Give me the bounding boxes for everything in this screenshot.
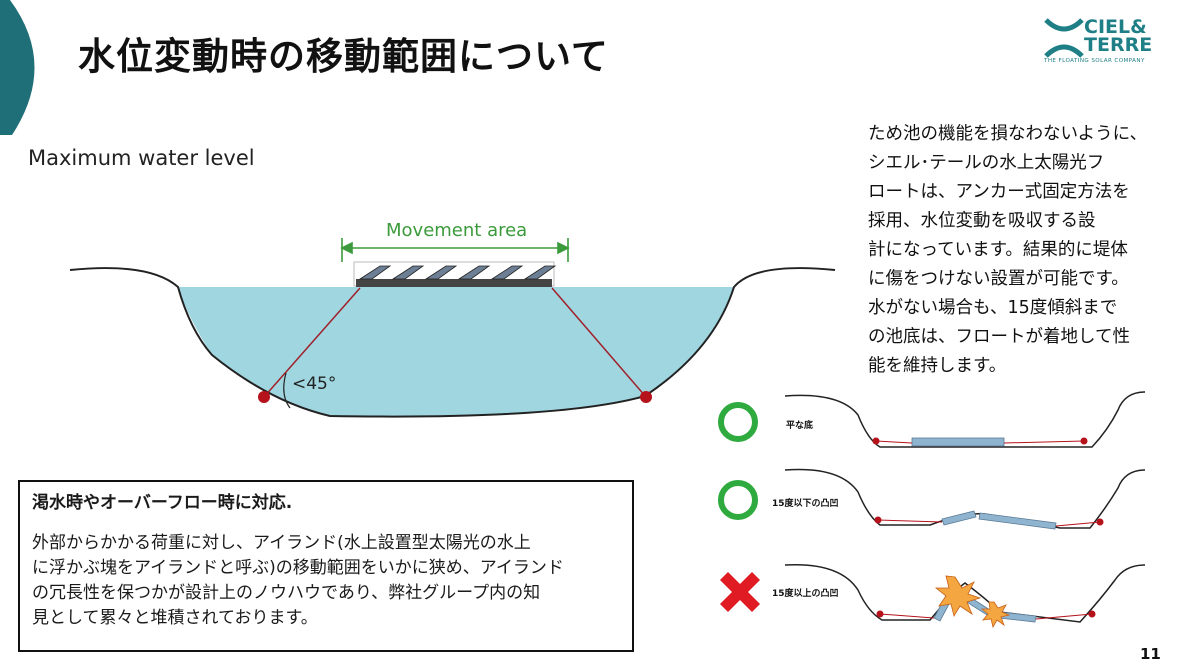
description-line: シエル･テールの水上太陽光フ bbox=[868, 153, 1105, 173]
movement-area-arrow bbox=[340, 238, 570, 262]
reservoir-bank-line bbox=[69, 267, 836, 418]
reservoir-cross-section-diagram bbox=[69, 238, 836, 418]
solar-float-array bbox=[356, 265, 557, 287]
ok-circle-icon bbox=[718, 480, 758, 520]
case-mild-float-left bbox=[941, 510, 977, 526]
maximum-water-level-label: Maximum water level bbox=[28, 146, 255, 170]
info-box-line: の冗長性を保つかが設計上のノウハウであり、弊社グループ内の知 bbox=[32, 583, 541, 603]
case-mild-float-right bbox=[978, 512, 1057, 530]
info-box-line: 見として累々と堆積されております。 bbox=[32, 608, 318, 628]
info-box-line: 外部からかかる荷重に対し、アイランド(水上設置型太陽光の水上 bbox=[32, 533, 531, 553]
description-line: 採用、水位変動を吸収する設 bbox=[868, 211, 1096, 231]
description-line: に傷をつけない設置が可能です。 bbox=[868, 269, 1129, 289]
mooring-line-left bbox=[263, 287, 361, 398]
case-steep-ground bbox=[784, 563, 1146, 623]
description-line: ロートは、アンカー式固定方法を bbox=[868, 182, 1130, 202]
angle-arc bbox=[283, 372, 291, 409]
case-label-over-15: 15度以上の凸凹 bbox=[772, 589, 839, 599]
description-line: 水がない場合も、15度傾斜まで bbox=[868, 298, 1118, 318]
ok-circle-icon bbox=[718, 402, 758, 442]
logo-text-ciel: CIEL& bbox=[1084, 16, 1147, 38]
description-line: の池底は、フロートが着地して性 bbox=[868, 327, 1130, 347]
info-box: 渇水時やオーバーフロー時に対応. 外部からかかる荷重に対し、アイランド(水上設置… bbox=[18, 480, 634, 652]
info-box-line: に浮かぶ塊をアイランドと呼ぶ)の移動範囲をいかに狭め、アイランド bbox=[32, 558, 564, 578]
info-box-title: 渇水時やオーバーフロー時に対応. bbox=[32, 493, 293, 513]
bottom-condition-cases bbox=[718, 391, 1146, 629]
angle-label: <45° bbox=[292, 374, 337, 394]
impact-burst-icon bbox=[934, 575, 982, 618]
page-number: 11 bbox=[1140, 645, 1161, 663]
anchor-left bbox=[258, 391, 270, 403]
ng-cross-icon bbox=[720, 572, 760, 612]
case-label-flat: 平な底 bbox=[786, 421, 814, 431]
water-body bbox=[178, 287, 734, 417]
description-line: 能を維持します。 bbox=[868, 356, 1007, 376]
description-line: ため池の機能を損なわないように、 bbox=[868, 124, 1148, 144]
impact-burst-icon bbox=[980, 601, 1011, 629]
page-title: 水位変動時の移動範囲について bbox=[78, 35, 609, 78]
description-line: 計になっています。結果的に堤体 bbox=[868, 240, 1128, 260]
case-flat-ground bbox=[784, 391, 1146, 448]
case-flat-float bbox=[911, 437, 1005, 447]
mooring-line-right bbox=[551, 287, 647, 398]
accent-arc-decoration bbox=[0, 0, 35, 135]
logo-text-terre: TERRE bbox=[1084, 34, 1153, 56]
logo-tagline: THE FLOATING SOLAR COMPANY bbox=[1044, 58, 1145, 64]
movement-area-label: Movement area bbox=[386, 220, 528, 241]
anchor-right bbox=[640, 391, 652, 403]
description-text: ため池の機能を損なわないように、 シエル･テールの水上太陽光フ ロートは、アンカ… bbox=[868, 120, 1186, 381]
info-box-body: 外部からかかる荷重に対し、アイランド(水上設置型太陽光の水上 に浮かぶ塊をアイラ… bbox=[32, 531, 620, 631]
ciel-terre-logo-icon bbox=[1044, 18, 1084, 58]
case-label-under-15: 15度以下の凸凹 bbox=[772, 499, 839, 509]
